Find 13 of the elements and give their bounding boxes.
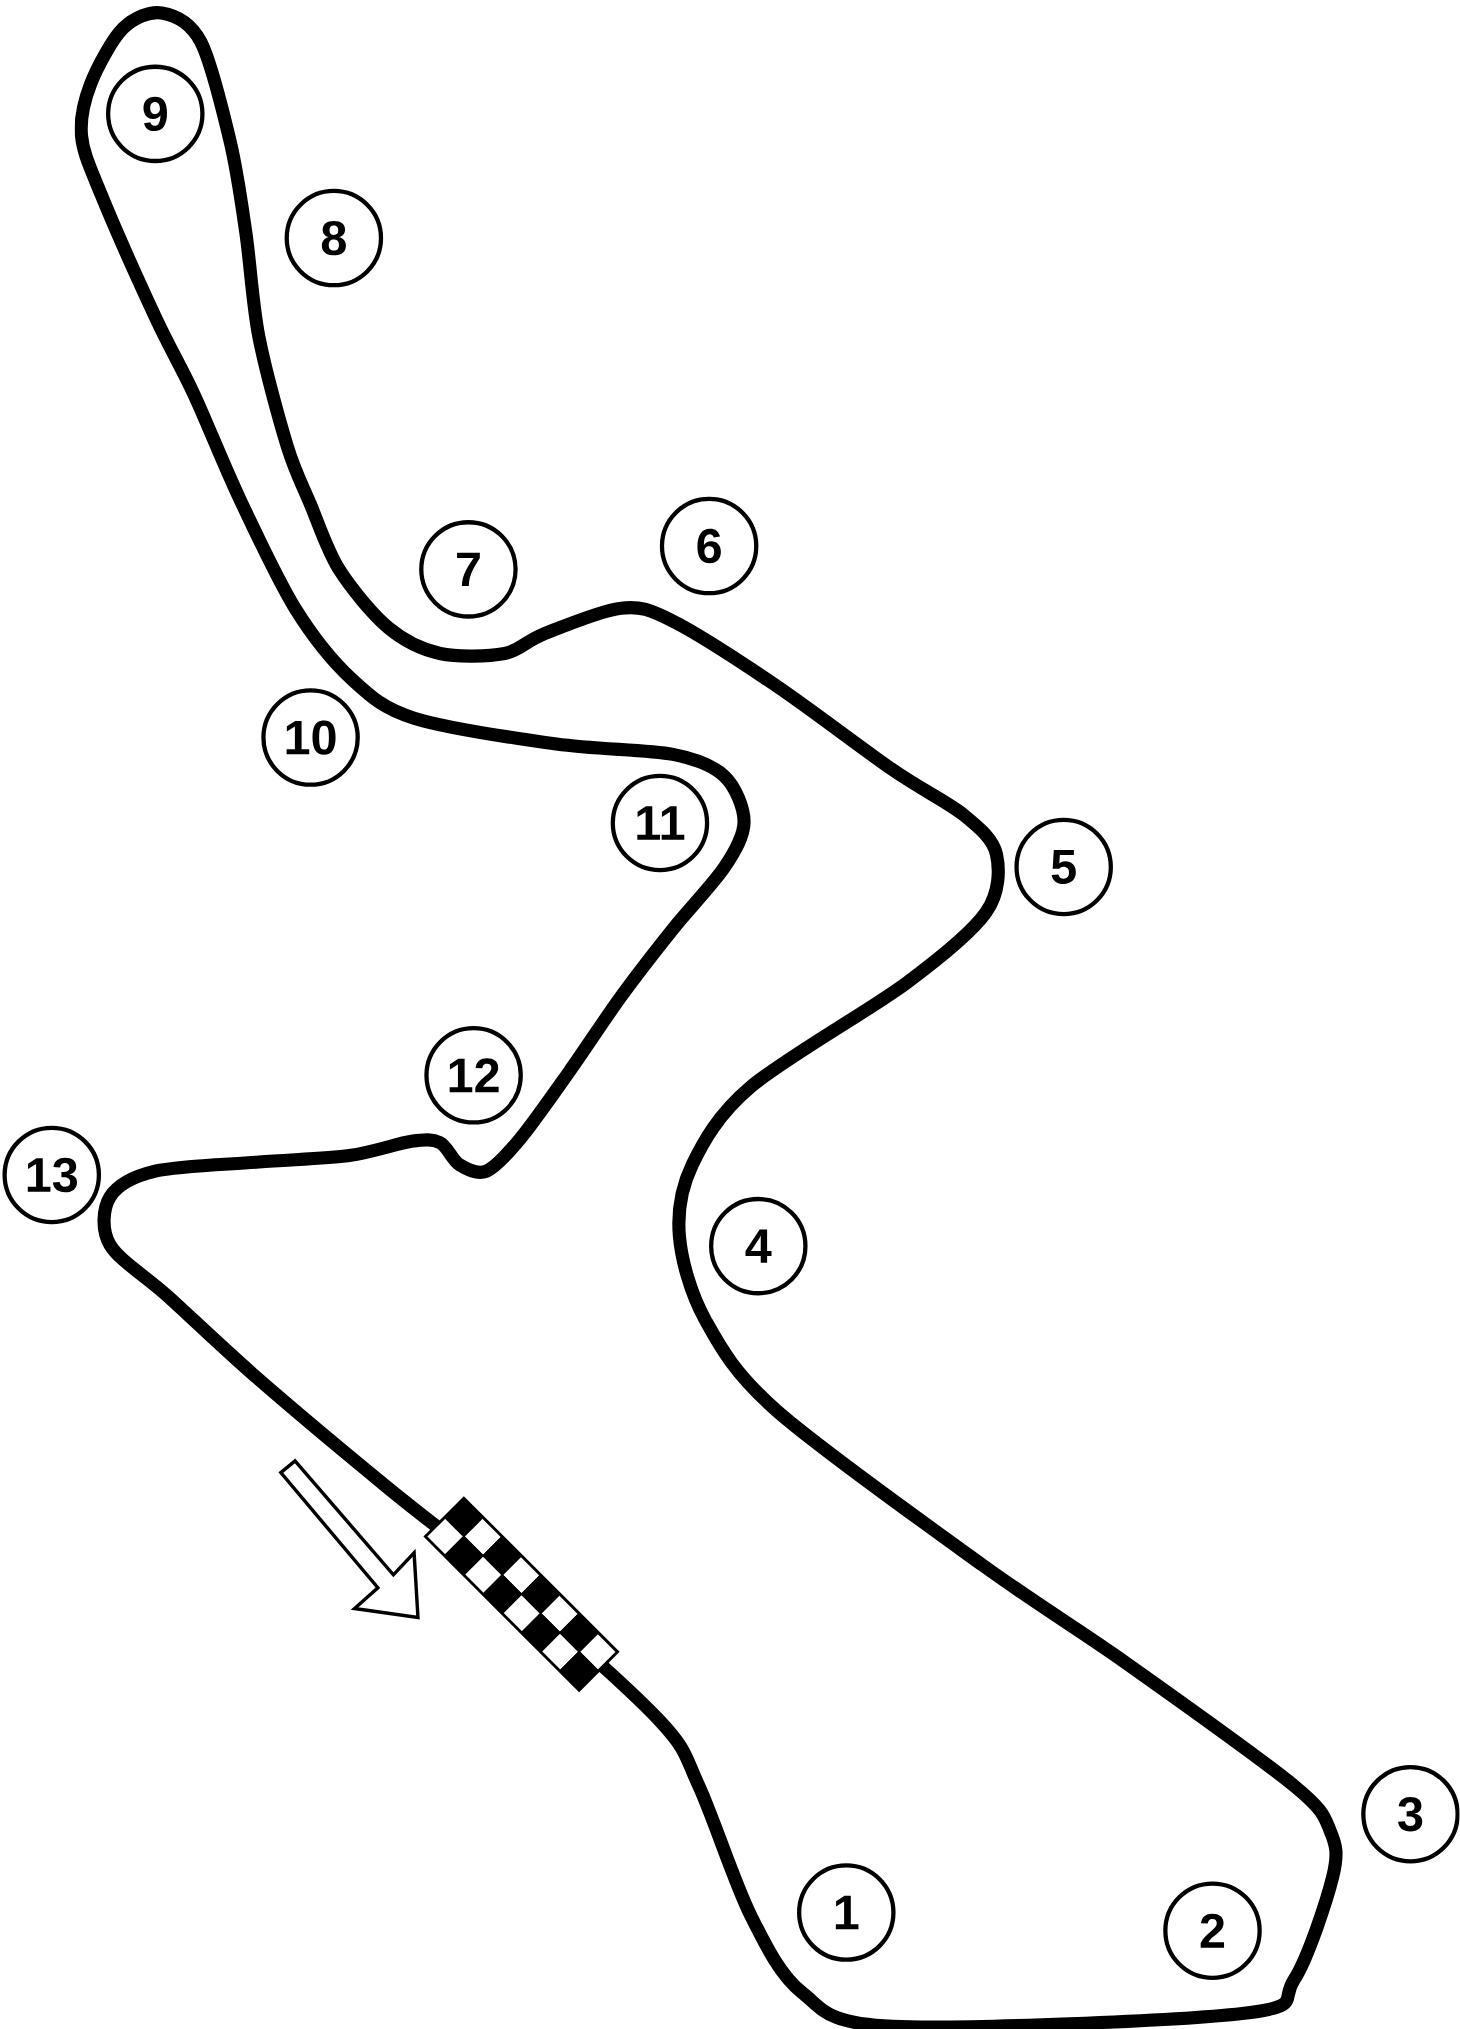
corner-number: 4	[709, 1196, 808, 1296]
corner-number: 12	[424, 1026, 524, 1125]
corner-number: 5	[1014, 817, 1114, 917]
corner-number: 13	[2, 1125, 102, 1225]
corner-number: 1	[797, 1863, 896, 1962]
corner-number: 3	[1361, 1764, 1460, 1864]
corner-number: 7	[419, 520, 518, 619]
corner-number: 9	[106, 64, 205, 164]
corner-number: 8	[284, 188, 384, 288]
corner-number: 6	[660, 496, 759, 596]
corner-number: 10	[261, 688, 360, 787]
corner-number: 11	[610, 773, 710, 873]
corner-number: 2	[1163, 1881, 1262, 1980]
